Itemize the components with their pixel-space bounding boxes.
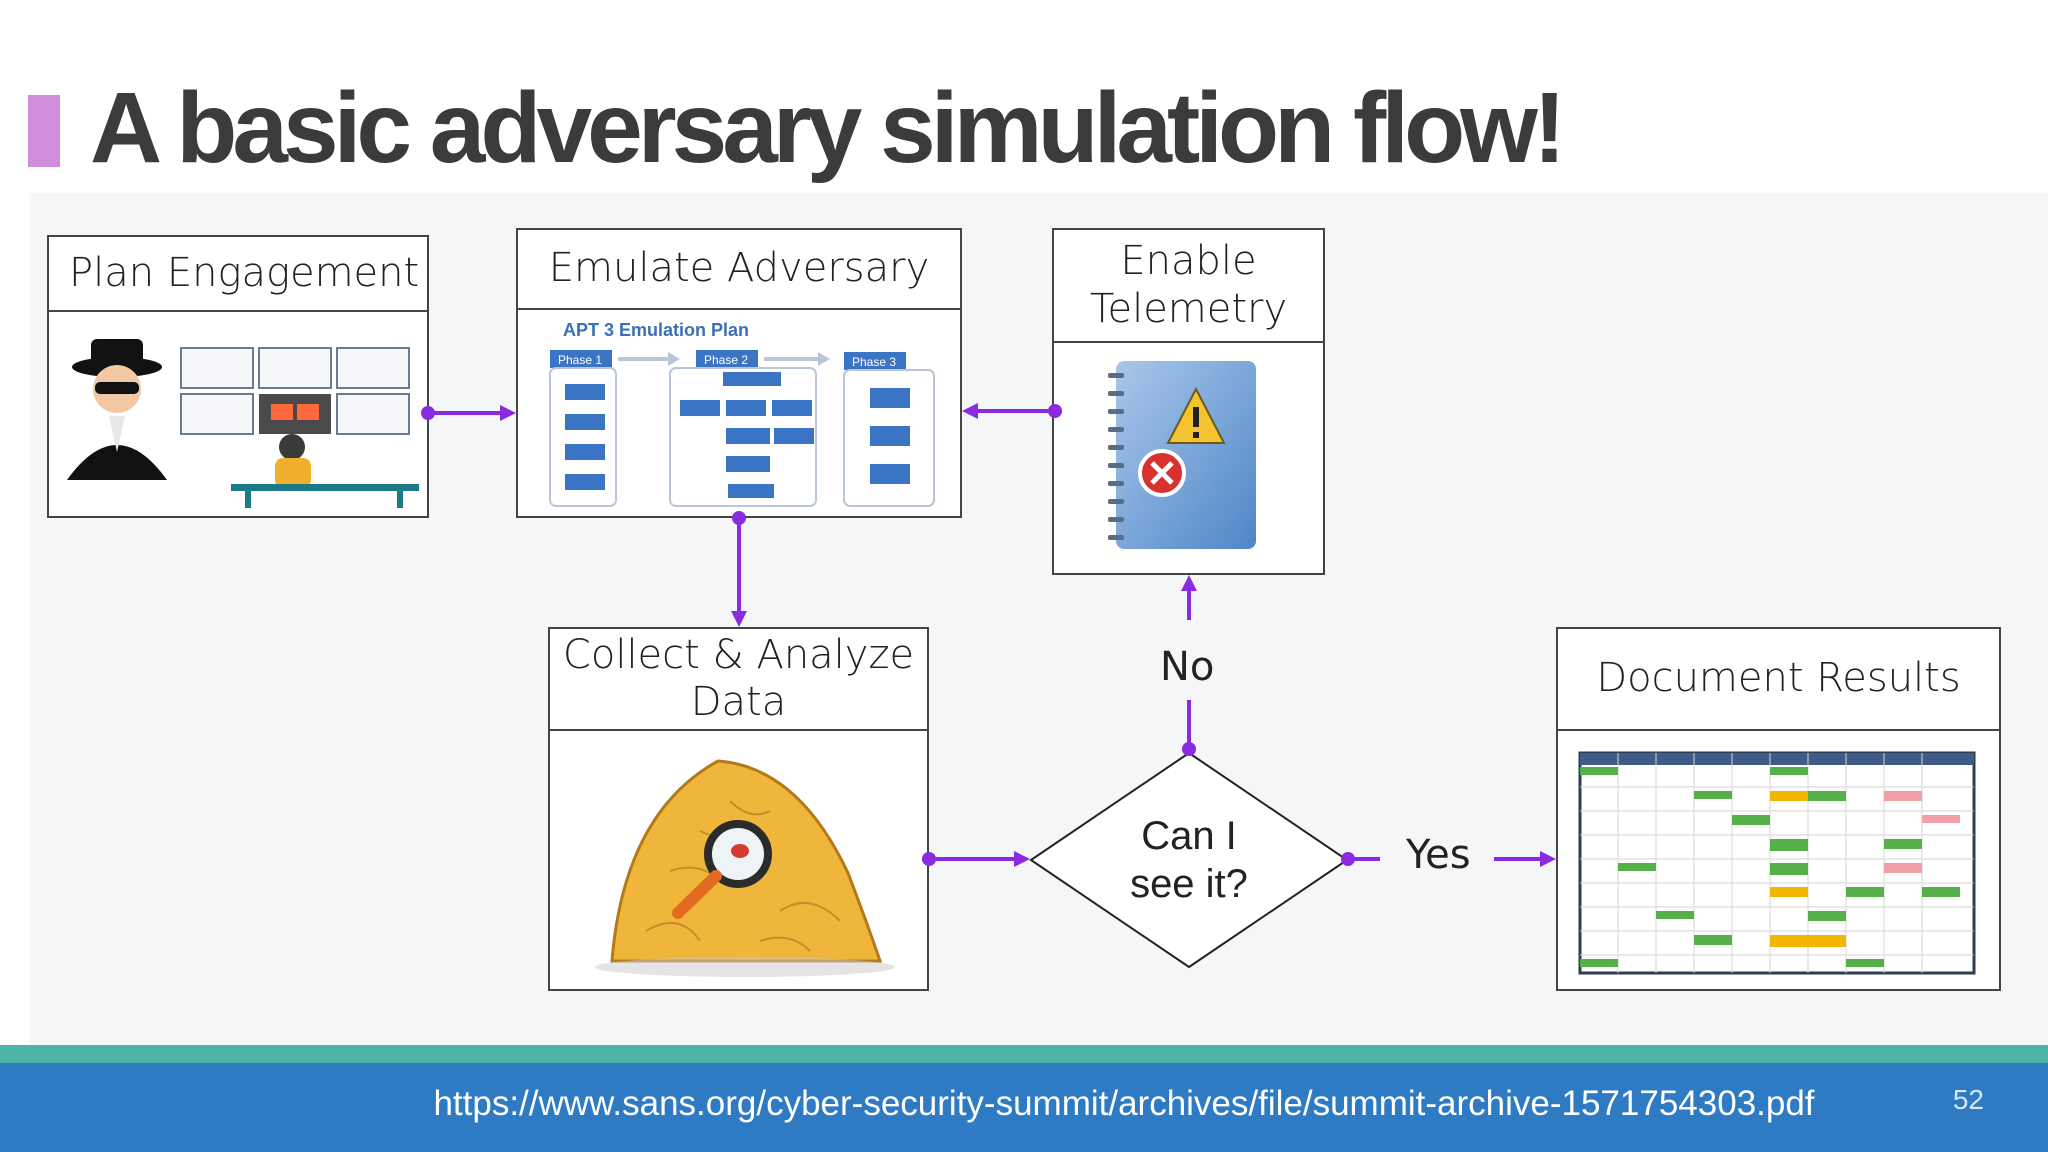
decision-text: Can I see it?: [1130, 814, 1248, 906]
decision-diamond: Can I see it?: [1029, 751, 1349, 969]
svg-text:Phase 1: Phase 1: [558, 353, 602, 367]
document-results-box: Document Results: [1556, 627, 2001, 991]
collect-analyze-box: Collect & Analyze Data: [548, 627, 929, 991]
emulate-adversary-box: Emulate Adversary APT 3 Emulation Plan P…: [516, 228, 962, 518]
error-icon: [1138, 449, 1186, 497]
edge-label-yes: Yes: [1406, 832, 1471, 878]
edge-label-no: No: [1160, 644, 1215, 690]
analyst-icon: [231, 394, 419, 508]
svg-text:Phase 3: Phase 3: [852, 355, 896, 369]
collect-analyze-label: Collect & Analyze Data: [550, 629, 927, 731]
page-number: 52: [1952, 1084, 1984, 1115]
footer-accent-band: [0, 1045, 2048, 1063]
footer-bar: [0, 1063, 2048, 1152]
plan-engagement-illustration: [49, 312, 427, 516]
monitor-grid: [180, 347, 410, 435]
source-link[interactable]: https://www.sans.org/cyber-security-summ…: [433, 1084, 1815, 1123]
title-accent-bar: [28, 95, 60, 167]
magnifier-icon: [672, 820, 772, 919]
plan-engagement-label: Plan Engagement: [49, 237, 427, 312]
emulation-plan-image: APT 3 Emulation Plan Phase 1 Phase 2 Pha…: [518, 310, 960, 516]
warning-icon: [1166, 386, 1226, 444]
emulate-adversary-label: Emulate Adversary: [518, 230, 960, 310]
slide-title: A basic adversary simulation flow!: [90, 72, 1566, 184]
document-results-label: Document Results: [1558, 629, 1999, 731]
enable-telemetry-box: Enable Telemetry: [1052, 228, 1325, 575]
haystack-illustration: [550, 731, 927, 989]
event-log-icon: [1054, 343, 1323, 573]
svg-text:Phase 2: Phase 2: [704, 353, 748, 367]
enable-telemetry-label: Enable Telemetry: [1054, 230, 1323, 343]
plan-engagement-box: Plan Engagement: [47, 235, 429, 518]
hacker-icon: [67, 339, 167, 480]
emulation-plan-title: APT 3 Emulation Plan: [563, 320, 749, 340]
results-spreadsheet-image: [1558, 731, 1999, 989]
